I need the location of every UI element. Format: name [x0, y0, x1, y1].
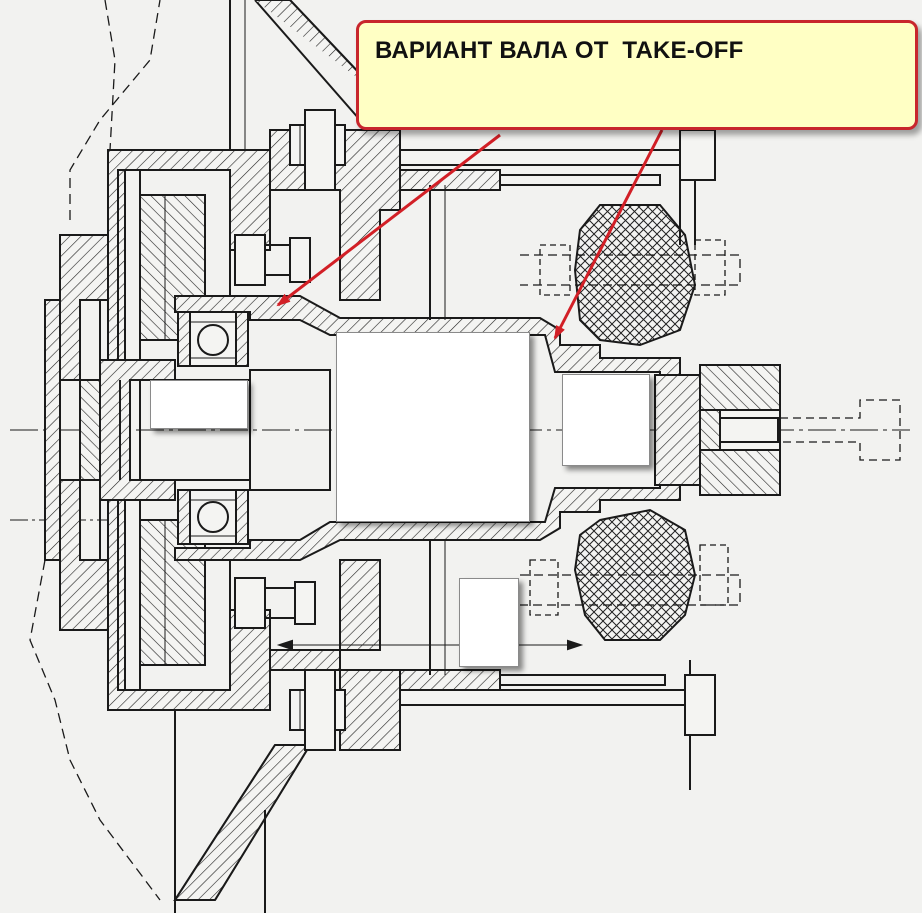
drawing-outline [10, 0, 910, 913]
arrow-to-shaft-sleeve [276, 133, 501, 307]
masked-area-shaft-right [562, 374, 650, 466]
masked-area-shaft-left [150, 380, 248, 429]
callout-box: ВАРИАНТ ВАЛА ОТ TAKE-OFF [356, 20, 918, 130]
callout-text: ВАРИАНТ ВАЛА ОТ TAKE-OFF [375, 37, 744, 64]
arrow-to-shaft-flange [553, 129, 664, 340]
masked-area-dimension [459, 578, 519, 667]
masked-area-shaft-center [336, 332, 530, 522]
callout-arrows [276, 129, 664, 340]
